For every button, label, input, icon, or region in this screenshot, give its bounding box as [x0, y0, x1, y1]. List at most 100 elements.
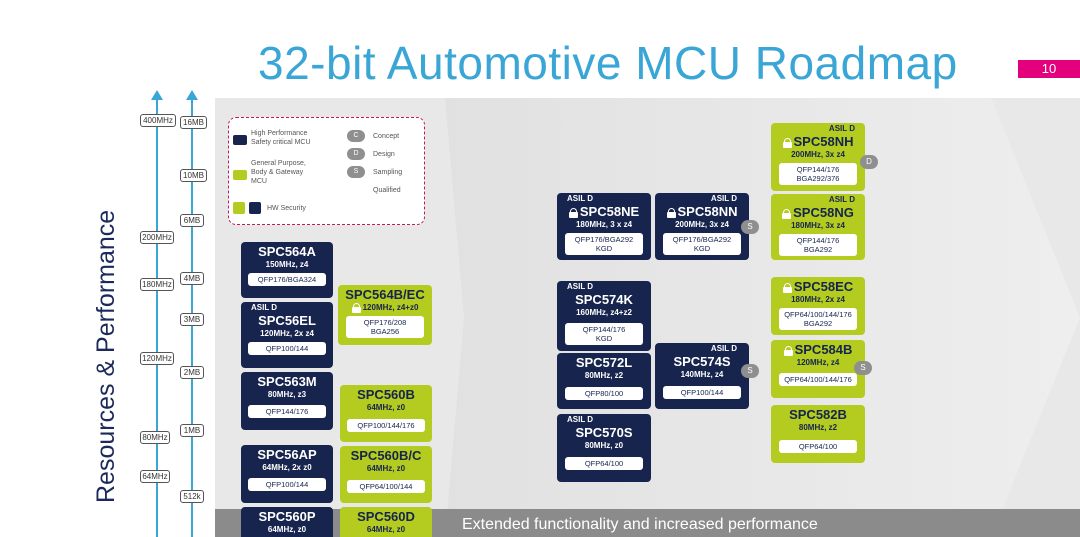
chip-spec: 180MHz, 3 x z4	[575, 220, 633, 229]
chip-package: QFP64/100	[564, 457, 644, 470]
chip-spc563m: SPC563M 80MHz, z3 QFP144/176	[241, 372, 333, 430]
chip-name: SPC58NE	[579, 204, 640, 219]
legend-concept-badge: C	[347, 130, 365, 142]
freq-tick: 80MHz	[140, 431, 170, 444]
status-badge: S	[741, 220, 759, 234]
lock-icon	[249, 202, 261, 214]
legend-high-perf: High Performance Safety critical MCU	[251, 130, 311, 146]
chip-spc56ap: SPC56AP 64MHz, 2x z0 QFP100/144	[241, 445, 333, 503]
freq-tick: 120MHz	[140, 352, 174, 365]
chip-package: QFP144/176 BGA292/376	[778, 163, 858, 185]
status-badge: S	[741, 364, 759, 378]
mem-tick: 1MB	[180, 424, 204, 437]
chip-spc574k: ASIL D SPC574K 160MHz, z4+z2 QFP144/176 …	[557, 281, 651, 351]
chip-spec: 180MHz, 3x z4	[791, 221, 845, 230]
chip-spec: 64MHz, z0	[366, 464, 406, 473]
chip-spc584b: SPC584B 120MHz, z4 QFP64/100/144/176	[771, 340, 865, 398]
page-number: 10	[1018, 60, 1080, 78]
chip-name: SPC58NN	[677, 204, 738, 219]
legend-swatch-general	[233, 170, 247, 180]
chip-spc560bc: SPC560B/C 64MHz, z0 QFP64/100/144	[340, 446, 432, 503]
chip-name: SPC574S	[673, 354, 731, 369]
freq-axis-arrow-icon	[151, 90, 163, 100]
chip-spc58nn: ASIL D SPC58NN 200MHz, 3x z4 QFP176/BGA2…	[655, 193, 749, 260]
chip-name: SPC564B/EC	[345, 287, 425, 302]
chip-name: SPC58NG	[793, 205, 854, 220]
chip-spc574s: ASIL D SPC574S 140MHz, z4 QFP100/144	[655, 343, 749, 409]
chip-name: SPC560P	[258, 509, 316, 524]
mem-tick: 16MB	[180, 116, 207, 129]
chip-spec: 64MHz, z0	[366, 403, 406, 412]
chip-spec: 64MHz, 2x z0	[262, 463, 312, 472]
mem-tick: 512k	[180, 490, 204, 503]
lock-icon	[568, 207, 578, 218]
chip-spec: 80MHz, z2	[798, 423, 838, 432]
status-badge: D	[860, 155, 878, 169]
page-title: 32-bit Automotive MCU Roadmap	[258, 37, 958, 89]
legend-qualified: Qualified	[373, 187, 401, 194]
freq-axis	[156, 98, 158, 537]
legend-swatch-high-perf	[233, 135, 247, 145]
chip-package: QFP144/176	[248, 405, 326, 418]
asil-label: ASIL D	[828, 124, 855, 133]
mem-tick: 3MB	[180, 313, 204, 326]
chip-name: SPC58EC	[793, 279, 854, 294]
status-badge: S	[854, 361, 872, 375]
chip-spec: 150MHz, z4	[265, 260, 309, 269]
chip-spc564bec: SPC564B/EC 120MHz, z4+z0 QFP176/208 BGA2…	[338, 285, 432, 345]
chip-spec: 180MHz, 2x z4	[791, 295, 845, 304]
chip-package: QFP64/100/144/176	[778, 373, 858, 386]
chip-package: QFP100/144	[662, 386, 742, 399]
lock-icon	[782, 282, 792, 293]
asil-label: ASIL D	[567, 282, 594, 291]
freq-tick: 400MHz	[140, 114, 176, 127]
freq-tick: 64MHz	[140, 470, 170, 483]
chip-spc582b: SPC582B 80MHz, z2 QFP64/100	[771, 405, 865, 463]
asil-label: ASIL D	[251, 303, 278, 312]
mem-tick: 2MB	[180, 366, 204, 379]
chip-spec: 80MHz, z3	[267, 390, 307, 399]
chip-name: SPC563M	[257, 374, 317, 389]
asil-label: ASIL D	[828, 195, 855, 204]
chip-spc570s: ASIL D SPC570S 80MHz, z0 QFP64/100	[557, 414, 651, 482]
roadmap-arrow	[445, 98, 1080, 537]
chip-package: QFP100/144	[248, 478, 326, 491]
chip-spec: 120MHz, 2x z4	[260, 329, 314, 338]
chip-package: QFP144/176 BGA292	[778, 234, 858, 256]
chip-spec: 120MHz, z4+z0	[362, 303, 419, 313]
chip-spec: 64MHz, z0	[267, 525, 307, 534]
mem-tick: 10MB	[180, 169, 207, 182]
chip-name: SPC582B	[789, 407, 847, 422]
chip-spc560p: SPC560P 64MHz, z0	[241, 507, 333, 537]
chip-package: QFP100/144/176	[347, 419, 425, 432]
chip-name: SPC560B	[357, 387, 415, 402]
chip-package: QFP64/100/144	[347, 480, 425, 493]
chip-package: QFP176/BGA324	[248, 273, 326, 286]
chip-name: SPC574K	[575, 292, 633, 307]
chip-spec: 160MHz, z4+z2	[576, 308, 632, 317]
mem-axis-arrow-icon	[186, 90, 198, 100]
freq-tick: 180MHz	[140, 278, 174, 291]
legend-concept: Concept	[373, 133, 400, 140]
chip-spec: 140MHz, z4	[680, 370, 724, 379]
lock-icon	[351, 303, 361, 313]
chip-spc56el: ASIL D SPC56EL 120MHz, 2x z4 QFP100/144	[241, 302, 333, 368]
chip-spc572l: SPC572L 80MHz, z2 QFP80/100	[557, 353, 651, 409]
asil-label: ASIL D	[710, 194, 737, 203]
chip-spc58ng: ASIL D SPC58NG 180MHz, 3x z4 QFP144/176 …	[771, 194, 865, 260]
chip-spec: 80MHz, z0	[584, 441, 624, 450]
chip-name: SPC56AP	[257, 447, 317, 462]
chip-spec: 120MHz, z4	[796, 358, 840, 367]
chip-name: SPC570S	[575, 425, 633, 440]
asil-label: ASIL D	[567, 415, 594, 424]
chip-spec: 80MHz, z2	[584, 371, 624, 380]
legend-design-badge: D	[347, 148, 365, 160]
chip-spec: 200MHz, 3x z4	[675, 220, 729, 229]
chip-spec: 200MHz, 3x z4	[791, 150, 845, 159]
lock-icon	[666, 207, 676, 218]
y-axis-label: Resources & Performance	[92, 209, 120, 503]
chip-package: QFP64/100/144/176 BGA292	[778, 308, 858, 330]
chip-spc58ne: ASIL D SPC58NE 180MHz, 3 x z4 QFP176/BGA…	[557, 193, 651, 260]
chip-name: SPC584B	[794, 342, 853, 357]
legend: High Performance Safety critical MCU Gen…	[228, 117, 425, 225]
